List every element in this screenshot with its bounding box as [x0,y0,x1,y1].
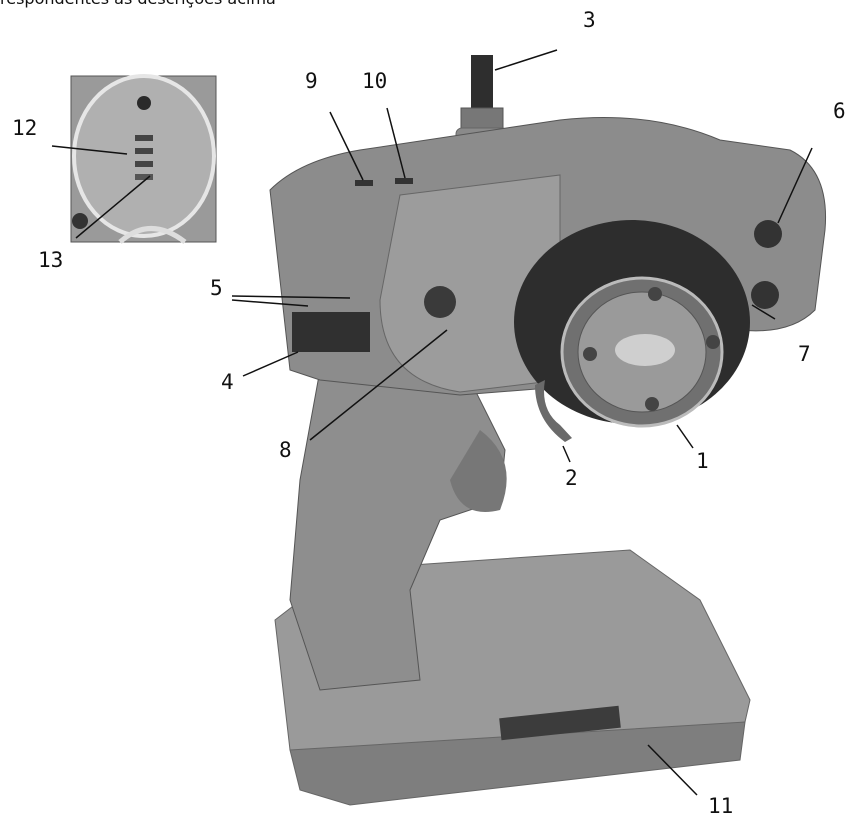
battery-compartment-inset [70,74,217,245]
callout-9: 9 [305,69,318,93]
callout-8: 8 [279,438,292,462]
figure-caption: respondentes às descrições acima [0,0,276,8]
leader-lines [51,49,813,796]
callout-7: 7 [798,342,811,366]
callout-10: 10 [362,69,388,93]
pistol-grip [289,369,507,691]
callout-12: 12 [12,116,38,140]
callout-11: 11 [708,794,734,818]
callout-4: 4 [221,370,234,394]
callout-3: 3 [583,8,596,32]
callout-1: 1 [696,449,709,473]
steering-wheel [514,220,750,428]
callout-6: 6 [833,99,846,123]
callout-13: 13 [38,248,64,272]
callout-2: 2 [565,466,578,490]
throttle-trigger [535,380,572,442]
callout-5: 5 [210,276,223,300]
